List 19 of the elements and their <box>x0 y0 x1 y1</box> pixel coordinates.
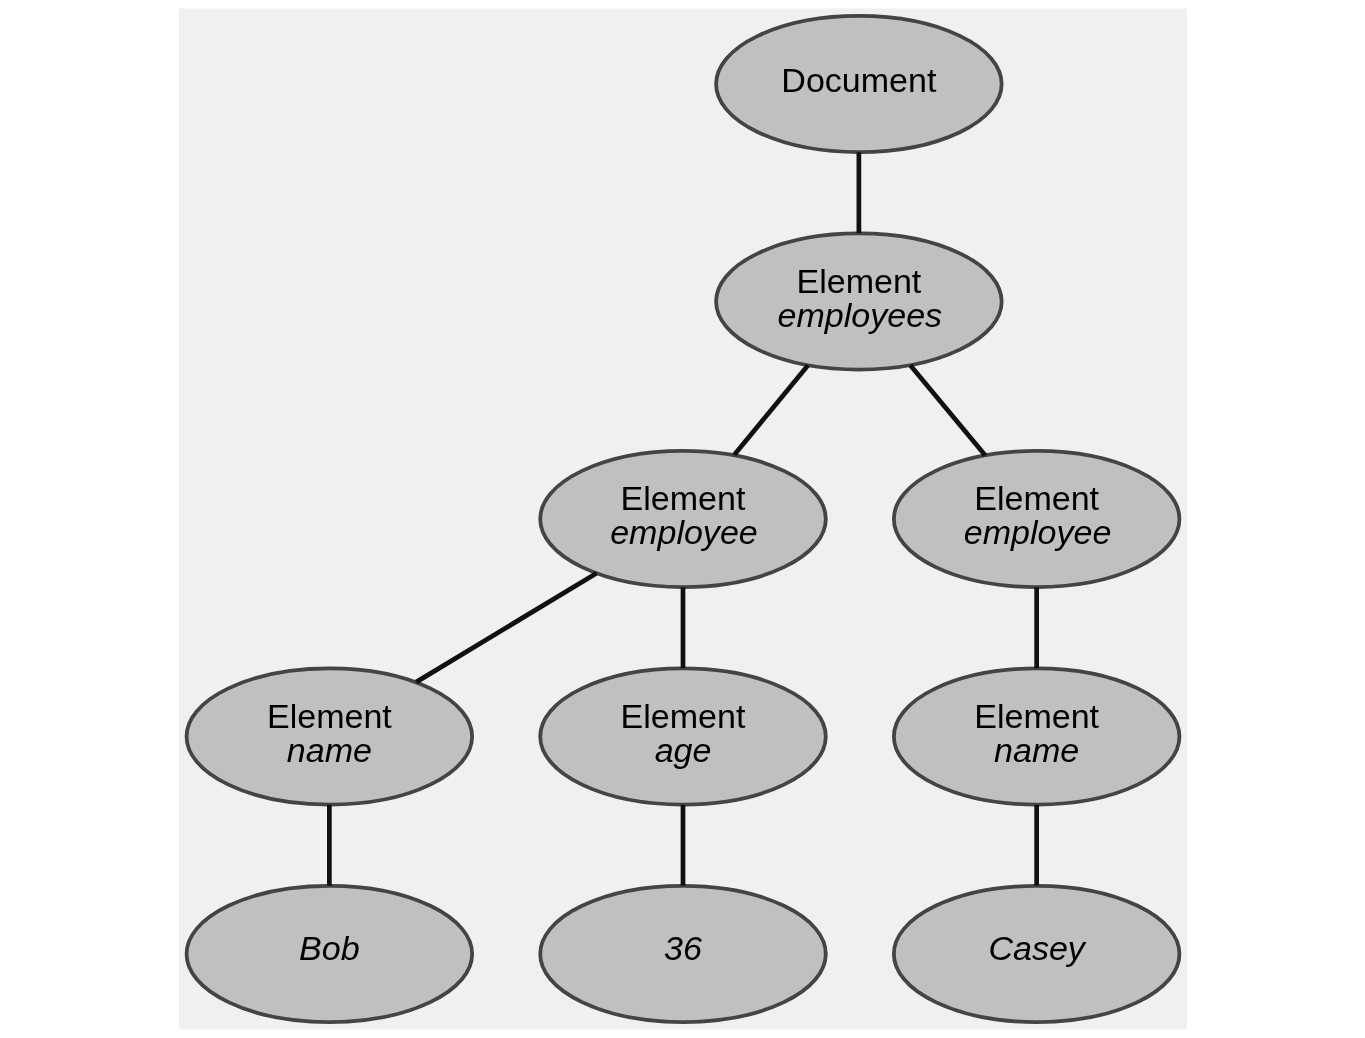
connector <box>326 804 332 886</box>
node-ellipse: Element employee <box>891 449 1181 589</box>
node-ellipse: Bob <box>184 884 474 1024</box>
connector <box>1033 587 1039 669</box>
connector <box>1033 804 1039 886</box>
node-ellipse: Document <box>713 14 1004 154</box>
connector <box>908 363 987 457</box>
node-ellipse: Element name <box>184 666 474 807</box>
node-ellipse: Element name <box>891 666 1181 807</box>
connector <box>680 804 685 886</box>
connector <box>732 363 810 457</box>
node-ellipse: Casey <box>891 884 1181 1024</box>
connector <box>856 152 861 234</box>
connector <box>414 571 598 685</box>
node-ellipse: Element age <box>537 666 828 807</box>
node-ellipse: 36 <box>537 884 828 1024</box>
node-ellipse: Element employees <box>713 231 1004 372</box>
node-ellipse: Element employee <box>537 449 828 589</box>
connector <box>680 587 685 669</box>
